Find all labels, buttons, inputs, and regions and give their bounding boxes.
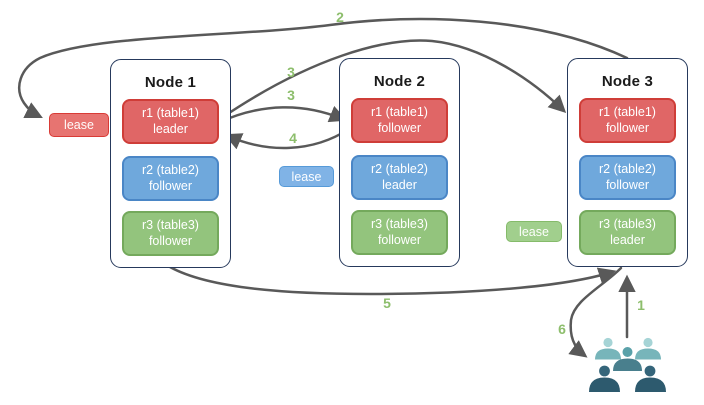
node-2-replica-r3: r3 (table3) follower: [351, 210, 448, 255]
node-3-replica-r1: r1 (table1) follower: [579, 98, 676, 143]
arrow-step-2: [18, 17, 629, 118]
node-1-replica-r1: r1 (table1) leader: [122, 99, 219, 144]
replica-label: r2 (table2): [142, 162, 199, 177]
node-2: Node 2 r1 (table1) follower r2 (table2) …: [339, 58, 460, 267]
step-label-5: 5: [383, 295, 391, 311]
replica-role: follower: [148, 178, 193, 193]
replica-label: r3 (table3): [142, 217, 199, 232]
step-label-3b: 3: [287, 87, 295, 103]
replica-label: r1 (table1): [142, 105, 199, 120]
replica-role: follower: [605, 120, 650, 135]
node-1-replica-r2: r2 (table2) follower: [122, 156, 219, 201]
lease-tag-r1: lease: [49, 113, 109, 137]
replica-role: follower: [148, 233, 193, 248]
node-2-title: Node 2: [373, 73, 426, 90]
replica-role: leader: [153, 121, 188, 136]
node-2-replica-r1: r1 (table1) follower: [351, 98, 448, 143]
node-2-replica-r2: r2 (table2) leader: [351, 155, 448, 200]
replica-role: leader: [610, 232, 645, 247]
replica-role: leader: [382, 177, 417, 192]
node-1: Node 1 r1 (table1) leader r2 (table2) fo…: [110, 59, 231, 268]
node-3-replica-r2: r2 (table2) follower: [579, 155, 676, 200]
arrow-step-6: [568, 266, 623, 358]
node-1-title: Node 1: [144, 74, 197, 91]
step-label-1: 1: [637, 297, 645, 313]
replica-label: r1 (table1): [599, 104, 656, 119]
arrow-step-5: [168, 265, 617, 296]
replica-role: follower: [377, 232, 422, 247]
arrow-step-3-to-node3: [218, 39, 567, 121]
node-3-title: Node 3: [601, 73, 654, 90]
arrow-step-4: [223, 127, 351, 150]
arrow-step-3-to-node2: [218, 105, 348, 124]
replica-label: r2 (table2): [599, 161, 656, 176]
lease-tag-r2: lease: [279, 166, 334, 187]
node-3-replica-r3: r3 (table3) leader: [579, 210, 676, 255]
replica-label: r2 (table2): [371, 161, 428, 176]
step-label-6: 6: [558, 321, 566, 337]
replica-role: follower: [605, 177, 650, 192]
node-3: Node 3 r1 (table1) follower r2 (table2) …: [567, 58, 688, 267]
node-1-replica-r3: r3 (table3) follower: [122, 211, 219, 256]
step-label-3a: 3: [287, 64, 295, 80]
replica-label: r3 (table3): [371, 216, 428, 231]
replica-label: r1 (table1): [371, 104, 428, 119]
replica-label: r3 (table3): [599, 216, 656, 231]
step-label-2: 2: [336, 9, 344, 25]
users-icon: [589, 337, 666, 392]
step-label-4: 4: [289, 130, 297, 146]
lease-tag-r3: lease: [506, 221, 562, 242]
replica-role: follower: [377, 120, 422, 135]
